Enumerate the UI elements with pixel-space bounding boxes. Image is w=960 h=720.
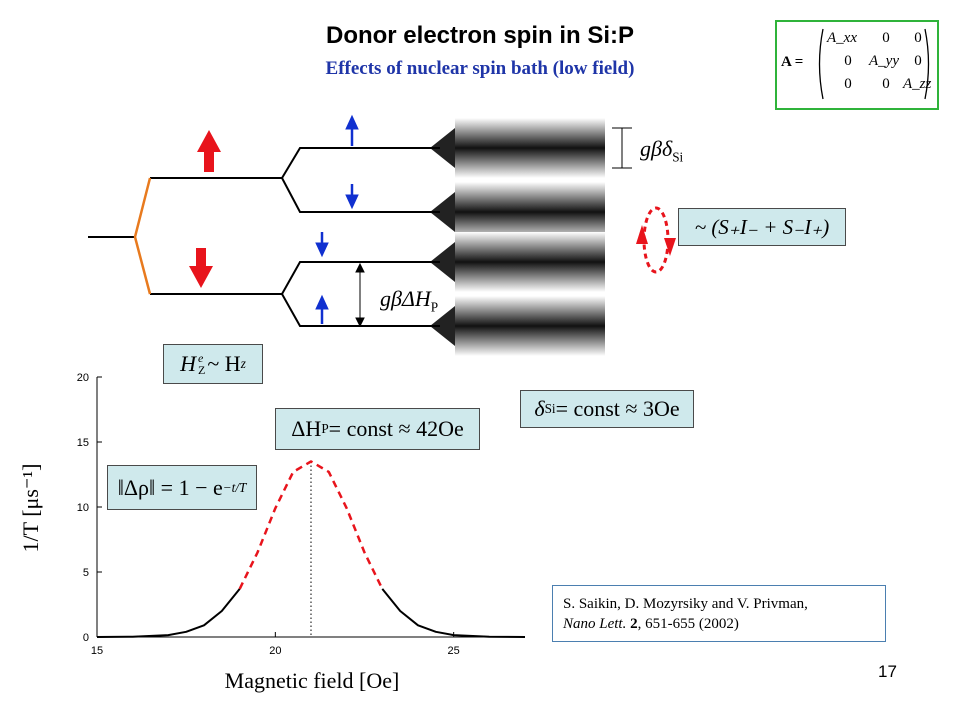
decoherence-equation: ‖Δρ‖ = 1 − e−t/T — [107, 465, 257, 510]
zeeman-splitting-line — [133, 177, 152, 295]
flip-flop-hamiltonian: ~ (S₊I₋ + S₋I₊) — [678, 208, 846, 246]
x-tick-label: 15 — [91, 645, 103, 657]
splitting-marker-hp — [355, 262, 365, 328]
matrix-cell: 0 — [914, 30, 922, 46]
nuclear-spin-arrows — [315, 114, 359, 324]
slide-number: 17 — [878, 662, 897, 681]
band-tip — [430, 306, 455, 346]
energy-level-diagram — [88, 114, 676, 356]
matrix-cell: 0 — [882, 30, 890, 46]
level-lines — [88, 147, 440, 327]
band-tip — [430, 242, 455, 282]
broadened-bands — [430, 118, 605, 356]
chart-lines — [96, 460, 526, 638]
matrix-cell: 0 — [844, 53, 852, 69]
blue-up-arrow-icon — [315, 294, 329, 324]
band-4 — [455, 296, 605, 356]
chart-ticks: 0 5 10 15 20 15 20 25 — [77, 372, 460, 657]
red-down-arrow-icon — [189, 248, 213, 288]
matrix-cell: 0 — [914, 53, 922, 69]
matrix-cell: 0 — [882, 76, 890, 92]
y-axis-label: 1/T [μs⁻¹] — [18, 464, 43, 553]
band-3 — [455, 232, 605, 292]
band-tip — [430, 192, 455, 232]
x-tick-label: 25 — [448, 645, 460, 657]
y-tick-label: 20 — [77, 372, 89, 384]
citation-authors: S. Saikin, D. Mozyrsiky and V. Privman, — [563, 596, 808, 612]
series-solid-black — [96, 588, 241, 638]
matrix-cell: A_xx — [827, 30, 857, 46]
y-tick-label: 0 — [83, 632, 89, 644]
matrix-lhs: A = — [781, 54, 804, 70]
red-up-arrow-icon — [197, 130, 221, 172]
relaxation-rate-chart: 0 5 10 15 20 15 20 25 Magnetic field [Oe] 1/T [… — [18, 372, 526, 693]
flip-flop-arrows-icon — [636, 206, 676, 274]
slide-title: Donor electron spin in Si:P — [325, 22, 635, 49]
matrix-cell: A_zz — [903, 76, 932, 92]
y-tick-label: 15 — [77, 437, 89, 449]
blue-up-arrow-icon — [345, 114, 359, 146]
slide-subtitle: Effects of nuclear spin bath (low field) — [325, 58, 635, 79]
band-tip — [430, 128, 455, 168]
matrix-cell: A_yy — [869, 53, 899, 69]
band-1 — [455, 118, 605, 178]
blue-down-arrow-icon — [345, 184, 359, 210]
x-tick-label: 20 — [269, 645, 281, 657]
matrix-cell: 0 — [844, 76, 852, 92]
y-tick-label: 10 — [77, 502, 89, 514]
y-tick-label: 5 — [83, 567, 89, 579]
label-g-beta-delta-hp: gβΔHP — [380, 286, 439, 315]
series-solid-black — [381, 588, 526, 638]
citation-box: S. Saikin, D. Mozyrsiky and V. Privman, … — [552, 585, 886, 642]
electron-spin-arrows — [189, 130, 221, 288]
splitting-marker-si — [612, 127, 632, 169]
x-axis-label: Magnetic field [Oe] — [225, 668, 400, 693]
label-g-beta-delta-si: gβδSi — [640, 136, 684, 165]
series-dashed-red — [238, 460, 384, 590]
matrix-brackets — [818, 28, 930, 100]
blue-down-arrow-icon — [315, 232, 329, 258]
citation-journal: Nano Lett. 2, 651-655 (2002) — [563, 616, 739, 632]
